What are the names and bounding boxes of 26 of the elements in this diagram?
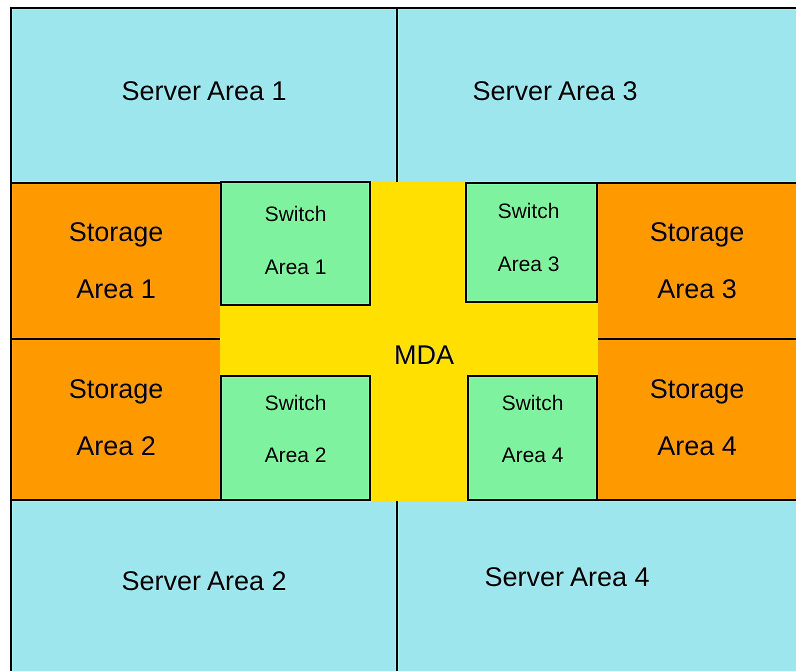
area-label: Server Area 2 xyxy=(121,564,287,598)
area-label: Server Area 1 xyxy=(121,75,287,108)
storage-area xyxy=(10,338,222,501)
storage-area xyxy=(10,182,222,340)
switch-area xyxy=(467,375,598,501)
mda-area xyxy=(220,182,598,501)
area-label: MDA xyxy=(394,339,454,372)
area-label: Storage Area 3 xyxy=(648,216,746,306)
storage-area xyxy=(596,338,796,501)
server-area xyxy=(396,7,796,184)
area-label: Server Area 3 xyxy=(472,75,638,108)
area-label: Switch Area 1 xyxy=(264,202,328,280)
server-area xyxy=(10,7,398,184)
area-label: Switch Area 4 xyxy=(500,390,564,469)
storage-area xyxy=(596,182,796,340)
switch-area xyxy=(465,182,598,303)
area-label: Server Area 4 xyxy=(484,560,650,594)
server-area xyxy=(10,499,398,671)
area-label: Switch Area 2 xyxy=(264,390,328,469)
area-label: Storage Area 2 xyxy=(68,372,164,462)
switch-area xyxy=(220,181,371,306)
server-area xyxy=(396,499,796,671)
area-label: Storage Area 4 xyxy=(648,372,746,462)
area-label: Switch Area 3 xyxy=(496,199,560,278)
switch-area xyxy=(220,375,371,501)
area-label: Storage Area 1 xyxy=(68,216,164,306)
